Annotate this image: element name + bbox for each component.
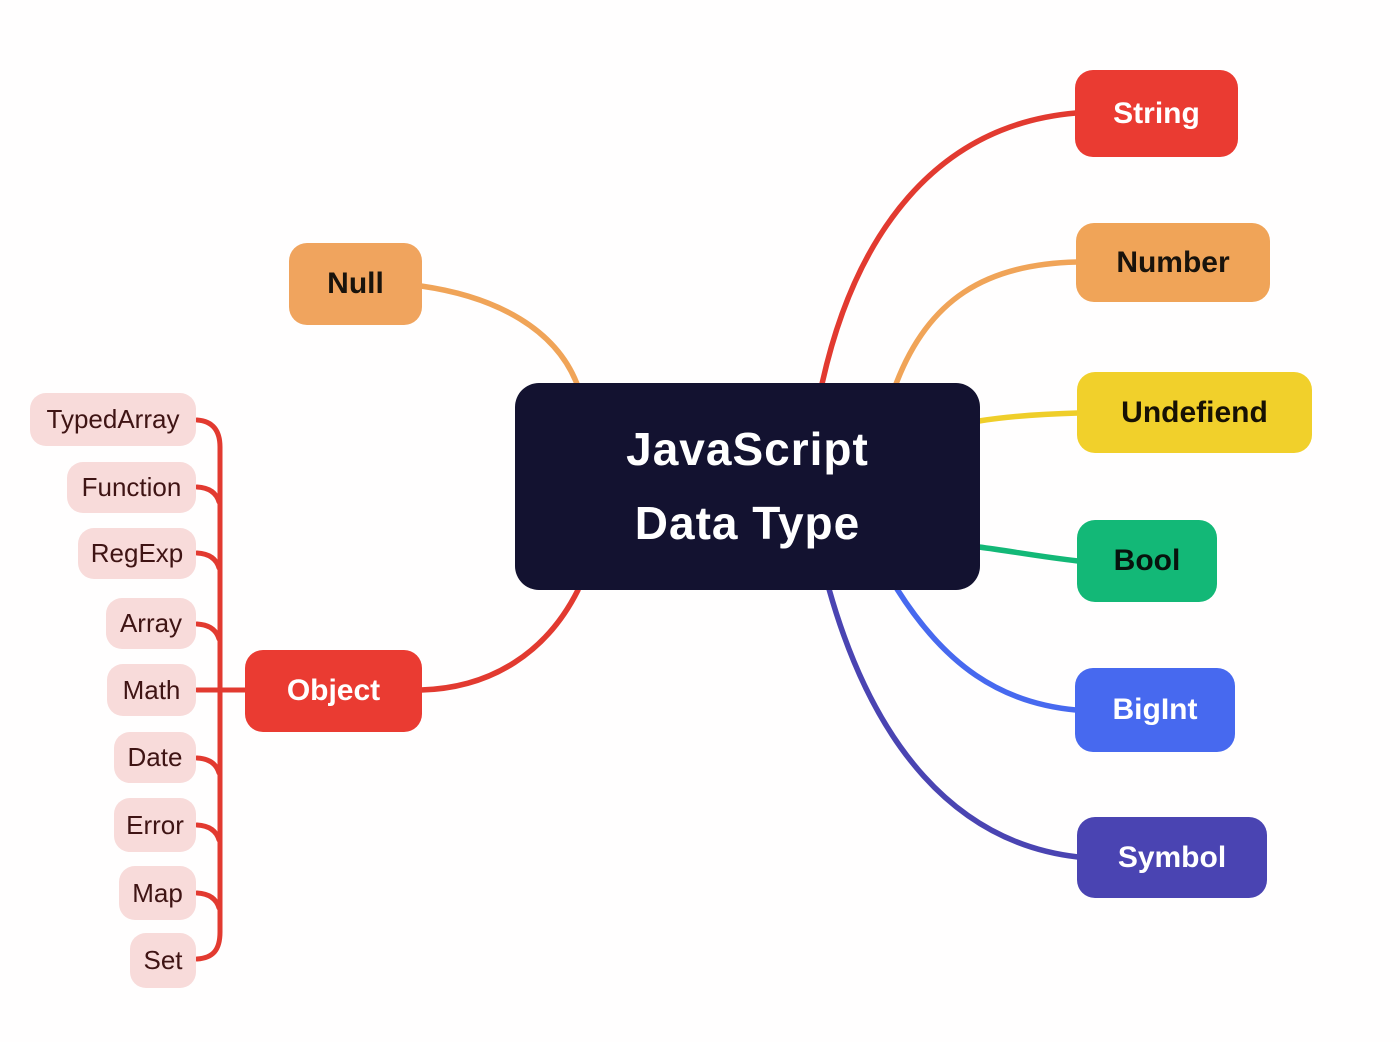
node-set-label: Set [143, 945, 183, 975]
node-error-label: Error [126, 809, 184, 840]
connector-symbol-line [826, 586, 1081, 860]
node-undefiend-label: Undefiend [1121, 395, 1268, 429]
connector-number-line [893, 259, 1080, 387]
hook-array-line [194, 621, 222, 642]
hook-regexp-line [194, 550, 222, 571]
hook-function-line [194, 484, 222, 505]
hook-error-line [194, 822, 222, 843]
connector-undefiend-line [976, 410, 1081, 424]
connector-string-line [819, 110, 1079, 387]
connector-bool-line [976, 544, 1081, 564]
connector-object-line [418, 587, 581, 693]
node-number-label: Number [1116, 245, 1230, 279]
node-regexp-label: RegExp [90, 538, 184, 568]
hook-date-line [194, 755, 222, 776]
hook-map-line [194, 890, 222, 911]
node-map: Map [119, 866, 196, 920]
node-math-label: Math [122, 674, 181, 705]
node-date-label: Date [127, 742, 183, 772]
node-set: Set [130, 933, 196, 988]
node-array-label: Array [119, 608, 183, 638]
node-number: Number [1076, 223, 1270, 302]
connector-null-line [418, 283, 580, 387]
node-array: Array [106, 598, 196, 649]
node-string-label: String [1113, 96, 1200, 130]
node-regexp: RegExp [78, 528, 196, 579]
node-error: Error [114, 798, 196, 852]
node-bool-label: Bool [1113, 544, 1181, 577]
node-symbol-label: Symbol [1117, 840, 1227, 874]
node-function: Function [67, 462, 196, 513]
node-null: Null [289, 243, 422, 325]
central-node-javascript-data-type: JavaScript Data Type [515, 383, 980, 590]
node-bigint: BigInt [1075, 668, 1235, 752]
node-object: Object [245, 650, 422, 732]
node-symbol: Symbol [1077, 817, 1267, 898]
node-undefiend: Undefiend [1077, 372, 1312, 453]
node-string: String [1075, 70, 1238, 157]
node-bool: Bool [1077, 520, 1217, 602]
connector-bigint-line [894, 586, 1079, 713]
node-map-label: Map [132, 877, 183, 908]
node-null-label: Null [327, 267, 384, 300]
node-bigint-label: BigInt [1112, 693, 1198, 726]
node-typedarray-label: TypedArray [46, 404, 180, 434]
node-function-label: Function [81, 472, 182, 502]
node-object-label: Object [286, 674, 381, 707]
node-math: Math [107, 664, 196, 716]
node-date: Date [114, 732, 196, 783]
central-node-title-line1: JavaScript [626, 422, 869, 475]
node-typedarray: TypedArray [30, 393, 196, 446]
central-node-title-line2: Data Type [634, 496, 861, 549]
